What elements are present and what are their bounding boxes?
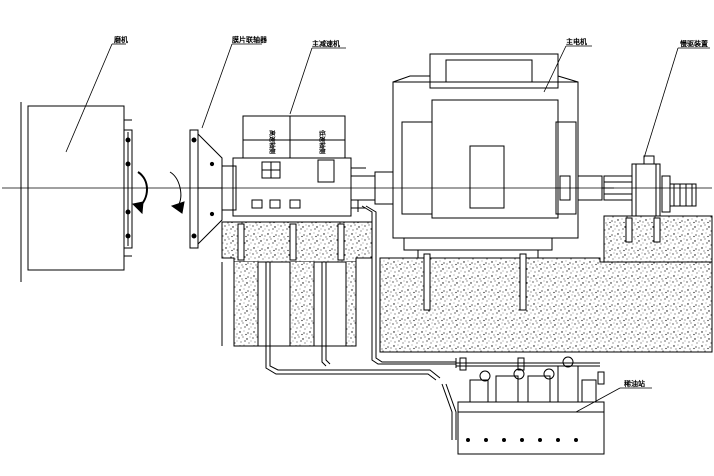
reducer-label: 主减速机 <box>312 39 340 48</box>
reducer-side-left-label: 高速轴侧 <box>268 130 276 154</box>
coupling-label: 膜片联轴器 <box>231 35 268 44</box>
barring-label: 慢驱装置 <box>680 39 708 48</box>
reducer-side-right-label: 低速轴侧 <box>318 129 326 154</box>
oil-pipes <box>265 205 605 385</box>
mill-label: 磨机 <box>114 35 128 44</box>
diaphragm-coupling <box>189 129 237 249</box>
lube-station-label: 稀油站 <box>624 379 645 388</box>
main-reducer <box>232 115 394 217</box>
mill <box>20 102 185 282</box>
motor-label: 主电机 <box>566 37 587 46</box>
lube-station <box>441 356 605 455</box>
leader-lines <box>65 43 710 413</box>
foundations <box>221 215 713 353</box>
anchor-bolts <box>237 217 661 311</box>
barring-device <box>603 155 697 217</box>
main-motor <box>392 53 614 261</box>
